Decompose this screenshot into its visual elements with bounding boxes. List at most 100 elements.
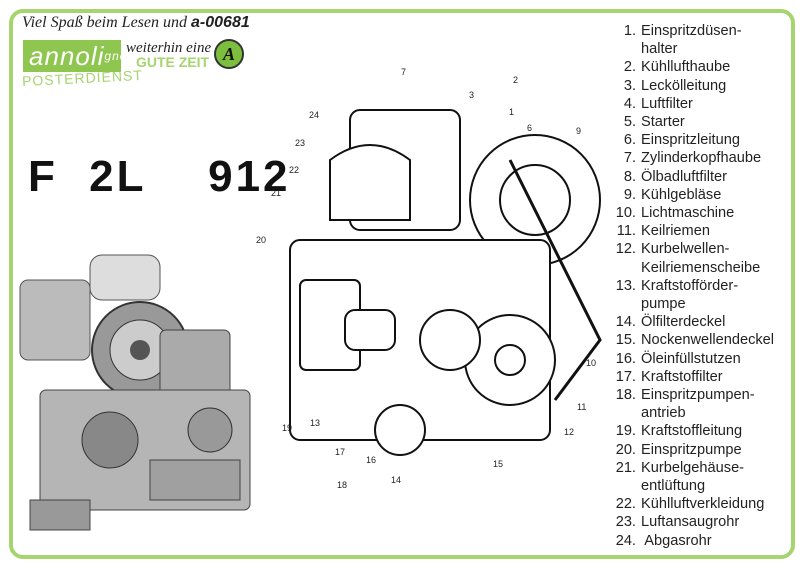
logo-text: annoli	[29, 41, 105, 71]
legend-number: 23.	[615, 514, 636, 531]
callout-23: 23	[295, 138, 306, 148]
legend-label: Starter	[641, 114, 685, 131]
legend-number: 24.	[615, 532, 636, 549]
legend-item: 18. Einspritzpumpen-	[611, 386, 774, 404]
legend-label: Ölbadluftfilter	[641, 168, 727, 185]
legend-item: 1. Einspritzdüsen-	[611, 22, 774, 40]
legend-item: 6. Einspritzleitung	[611, 131, 774, 149]
legend-number: 16.	[615, 350, 636, 367]
logo-small: gno	[104, 49, 128, 63]
callout-1: 1	[509, 107, 515, 117]
legend-number: 22.	[615, 496, 636, 513]
legend-item: 13. Kraftstofförder-	[611, 277, 774, 295]
legend-label: Keilriemen	[641, 223, 710, 240]
callout-19: 19	[282, 423, 293, 433]
legend-item: 7. Zylinderkopfhaube	[611, 149, 774, 167]
poster-frame	[9, 9, 795, 559]
legend-label: Einspritzdüsen-	[641, 23, 742, 39]
legend-number: 15.	[615, 332, 636, 349]
legend-label: Lichtmaschine	[641, 205, 735, 222]
continuation-text: weiterhin eine	[126, 40, 212, 56]
callout-12: 12	[564, 427, 575, 437]
annoligno-logo: annoligno	[23, 40, 126, 72]
legend-item: 16. Öleinfüllstutzen	[611, 350, 774, 368]
callout-6: 6	[527, 123, 533, 133]
callout-18: 18	[337, 480, 348, 490]
callout-9: 9	[576, 126, 582, 136]
legend-number: 1.	[623, 23, 636, 39]
callout-10: 10	[586, 358, 597, 368]
legend-item: 23.Luftansaugrohr	[611, 513, 774, 531]
legend-label: Einspritzpumpen-	[641, 387, 755, 404]
legend-item: 10. Lichtmaschine	[611, 204, 774, 222]
legend-item: 20. Einspritzpumpe	[611, 441, 774, 459]
callout-15: 15	[493, 459, 504, 469]
legend-item: 22. Kühlluftverkleidung	[611, 495, 774, 513]
legend-label: Luftfilter	[641, 95, 693, 112]
legend-label-continued: Keilriemenscheibe	[641, 259, 761, 276]
legend-label: Einspritzleitung	[641, 132, 740, 149]
tagline: Viel Spaß beim Lesen und a-00681	[22, 14, 250, 32]
legend-label: Zylinderkopfhaube	[641, 150, 762, 167]
legend-label-continued: entlüftung	[641, 478, 706, 495]
tagline-text: Viel Spaß beim Lesen und	[22, 14, 188, 31]
callout-13: 13	[310, 418, 321, 428]
engine-drawing	[289, 109, 602, 456]
callout-24: 24	[309, 110, 320, 120]
legend-number: 20.	[615, 441, 636, 458]
legend-item: 19.Kraftstoffleitung	[611, 422, 774, 440]
legend-item: 17. Kraftstoffilter	[611, 368, 774, 386]
slogan: GUTE ZEIT	[136, 54, 210, 70]
callout-22: 22	[289, 165, 300, 175]
model-title: F 2L 912	[28, 152, 291, 201]
legend-number: 4.	[623, 95, 636, 112]
legend-number: 3.	[623, 77, 636, 94]
legend-label: Kurbelwellen-	[641, 241, 730, 258]
legend-number: 13.	[615, 277, 636, 294]
callout-7: 7	[401, 67, 407, 77]
legend-label: Einspritzpumpe	[641, 441, 742, 458]
poster-id: a-00681	[191, 14, 250, 31]
legend-item: 9. Kühlgebläse	[611, 186, 774, 204]
legend-number: 8.	[623, 168, 636, 185]
legend-item: 5. Starter	[611, 113, 774, 131]
legend-number: 5.	[623, 114, 636, 131]
legend-item: 12. Kurbelwellen-	[611, 240, 774, 258]
legend-number: 17.	[615, 368, 636, 385]
legend-item: 8. Ölbadluftfilter	[611, 168, 774, 186]
legend-label: Nockenwellendeckel	[641, 332, 775, 349]
legend-number: 2.	[623, 59, 636, 76]
legend-label: Öleinfüllstutzen	[641, 350, 741, 367]
legend-label: Kühlluftverkleidung	[641, 496, 765, 513]
legend-label: Kraftstoffleitung	[641, 423, 743, 440]
legend-item: 2.Kühllufthaube	[611, 58, 774, 76]
callout-11: 11	[577, 402, 587, 412]
legend-label: Leckölleitung	[641, 77, 727, 94]
callout-17: 17	[335, 447, 346, 457]
seal-icon: A	[214, 39, 244, 69]
legend-number: 18.	[615, 387, 636, 404]
callout-3: 3	[469, 90, 475, 100]
legend-number: 10.	[615, 205, 636, 222]
callout-21: 21	[271, 188, 282, 198]
legend-number: 7.	[623, 150, 636, 167]
legend-label: Kraftstoffilter	[641, 368, 723, 385]
legend-label: Ölfilterdeckel	[641, 314, 726, 331]
legend-label-continued: halter	[641, 41, 678, 58]
engine-photo	[19, 254, 251, 531]
legend-item: 15. Nockenwellendeckel	[611, 331, 774, 349]
legend-number: 9.	[623, 186, 636, 203]
callout-16: 16	[366, 455, 377, 465]
legend-number: 6.	[623, 132, 636, 149]
legend-item: 14.Ölfilterdeckel	[611, 313, 774, 331]
legend-item: 11. Keilriemen	[611, 222, 774, 240]
legend-label: Kühlgebläse	[641, 186, 722, 203]
legend-number: 12.	[615, 241, 636, 258]
legend-number: 21.	[615, 459, 636, 476]
legend-item: 4. Luftfilter	[611, 95, 774, 113]
legend-label: Abgasrohr	[641, 532, 712, 549]
legend-item: 21.Kurbelgehäuse-	[611, 459, 774, 477]
legend-number: 11.	[616, 223, 636, 240]
legend-label: Kraftstofförder-	[641, 277, 739, 294]
